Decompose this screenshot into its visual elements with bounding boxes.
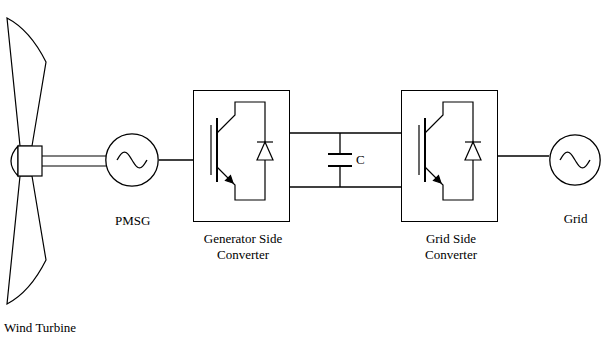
wind-turbine-symbol — [7, 18, 106, 304]
node-label: Grid — [563, 211, 588, 227]
turbine-label: Wind Turbine — [4, 320, 76, 336]
turbine-nose — [11, 146, 18, 176]
igbt-symbol — [419, 102, 481, 200]
grid-source-circle: Grid — [549, 134, 601, 186]
converter-box: Grid Side Converter — [401, 90, 498, 222]
source-symbol — [105, 133, 159, 187]
capacitor-symbol — [328, 133, 352, 187]
turbine-shaft — [42, 165, 106, 166]
node-label: Generator Side Converter — [193, 231, 294, 263]
wire-connector — [159, 159, 193, 160]
turbine-blade — [7, 18, 46, 146]
component-label: C — [356, 152, 365, 168]
turbine-shaft — [42, 155, 106, 156]
generator-circle: PMSG — [105, 133, 159, 187]
wire-connector — [290, 186, 401, 187]
igbt-symbol — [211, 102, 273, 200]
turbine-blade — [7, 176, 46, 304]
turbine-hub — [18, 146, 42, 176]
converter-box: Generator Side Converter — [193, 90, 290, 222]
wire-connector — [290, 132, 401, 133]
node-label: Grid Side Converter — [401, 231, 502, 263]
node-label: PMSG — [114, 213, 151, 229]
wire-connector — [498, 155, 549, 156]
source-symbol — [549, 134, 601, 186]
